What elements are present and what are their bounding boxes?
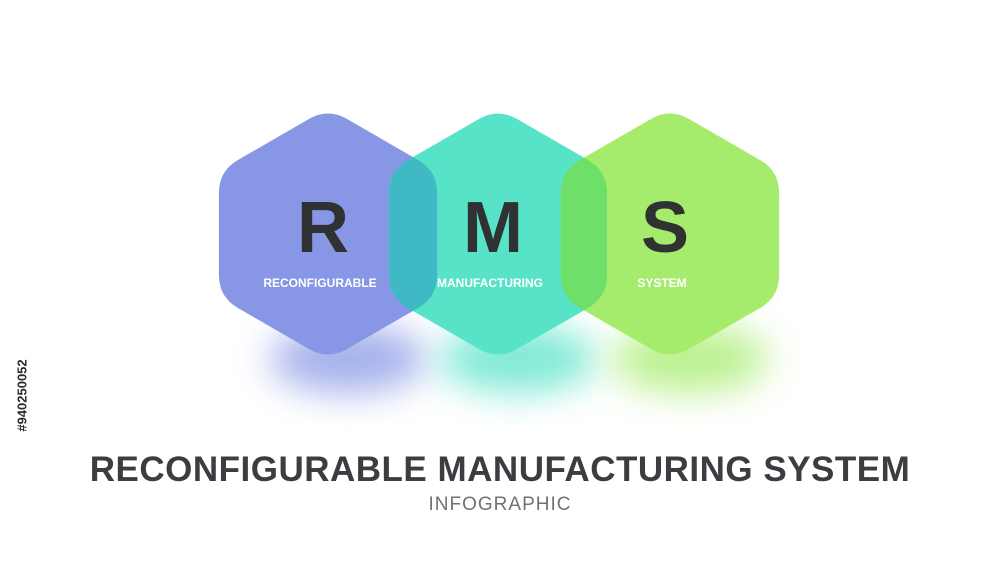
side-image-id: #940250052 bbox=[10, 320, 34, 470]
hex-letter-r: R bbox=[297, 188, 349, 268]
hex-label-manufacturing: MANUFACTURING bbox=[437, 276, 543, 290]
hex-label-reconfigurable: RECONFIGURABLE bbox=[263, 276, 376, 290]
side-image-id-text: #940250052 bbox=[14, 358, 30, 432]
page-subtitle: INFOGRAPHIC bbox=[428, 494, 572, 515]
hexagon-r bbox=[218, 113, 438, 355]
hex-letter-m: M bbox=[463, 188, 523, 268]
hex-label-system: SYSTEM bbox=[637, 276, 686, 290]
hexagon-s bbox=[560, 113, 780, 355]
page-title: RECONFIGURABLE MANUFACTURING SYSTEM bbox=[89, 450, 911, 489]
hexagon-m bbox=[388, 113, 608, 355]
hex-letter-s: S bbox=[641, 188, 689, 268]
